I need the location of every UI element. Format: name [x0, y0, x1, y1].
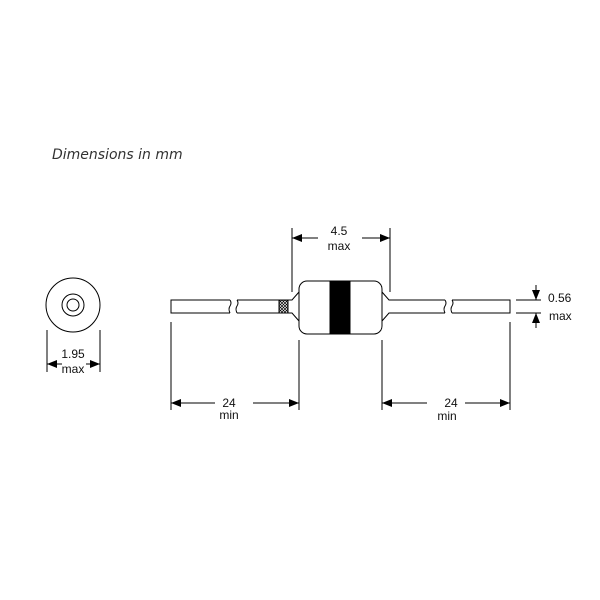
end-diameter-qualifier: max — [62, 362, 85, 376]
lead-diameter-dimension — [516, 285, 541, 328]
left-lead-length-value: 24 — [222, 396, 236, 410]
body-length-qualifier: max — [328, 239, 351, 253]
right-lead-length-value: 24 — [444, 396, 458, 410]
body-length-dimension — [291, 228, 391, 292]
lead-length-dimensions — [170, 322, 511, 410]
caption: Dimensions in mm — [52, 147, 183, 163]
lead-diameter-value: 0.56 — [548, 291, 572, 305]
body-length-value: 4.5 — [331, 224, 348, 238]
right-lead-length-qualifier: min — [437, 409, 456, 423]
diode-body — [298, 280, 383, 335]
left-lead — [170, 291, 300, 322]
left-lead-length-qualifier: min — [219, 408, 238, 422]
lead-diameter-qualifier: max — [549, 309, 572, 323]
right-lead — [381, 291, 511, 322]
end-view — [45, 277, 101, 372]
end-diameter-value: 1.95 — [61, 347, 85, 361]
